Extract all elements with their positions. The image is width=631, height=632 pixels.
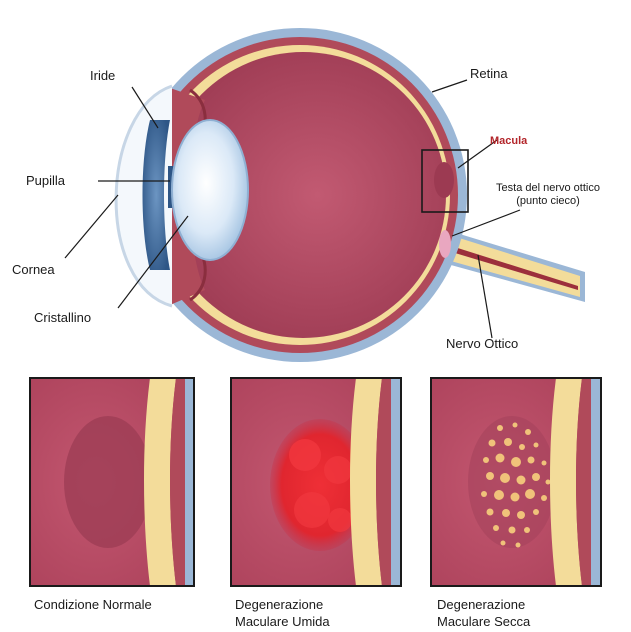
- label-iride: Iride: [90, 68, 115, 83]
- label-cristallino: Cristallino: [34, 310, 91, 325]
- caption-normal-line1: Condizione Normale: [34, 596, 152, 613]
- caption-dry: Degenerazione Maculare Secca: [437, 596, 530, 630]
- caption-wet-line1: Degenerazione: [235, 596, 330, 613]
- caption-dry-line2: Maculare Secca: [437, 613, 530, 630]
- panel-wet: [231, 378, 401, 586]
- caption-wet-line2: Maculare Umida: [235, 613, 330, 630]
- label-macula: Macula: [490, 134, 527, 149]
- label-cornea: Cornea: [12, 262, 55, 277]
- caption-dry-line1: Degenerazione: [437, 596, 530, 613]
- label-testa-line1: Testa del nervo ottico: [486, 182, 610, 195]
- panel-dry: [431, 378, 601, 586]
- label-testa-line2: (punto cieco): [486, 195, 610, 208]
- label-testa-nervo: Testa del nervo ottico (punto cieco): [486, 182, 610, 208]
- label-pupilla: Pupilla: [26, 173, 65, 188]
- optic-disc: [439, 230, 451, 258]
- macula-normal: [64, 416, 152, 548]
- label-nervo-ottico: Nervo Ottico: [446, 336, 518, 351]
- label-retina: Retina: [470, 66, 508, 81]
- caption-wet: Degenerazione Maculare Umida: [235, 596, 330, 630]
- lens: [172, 120, 248, 260]
- caption-normal: Condizione Normale: [34, 596, 152, 613]
- panel-normal: [30, 378, 194, 586]
